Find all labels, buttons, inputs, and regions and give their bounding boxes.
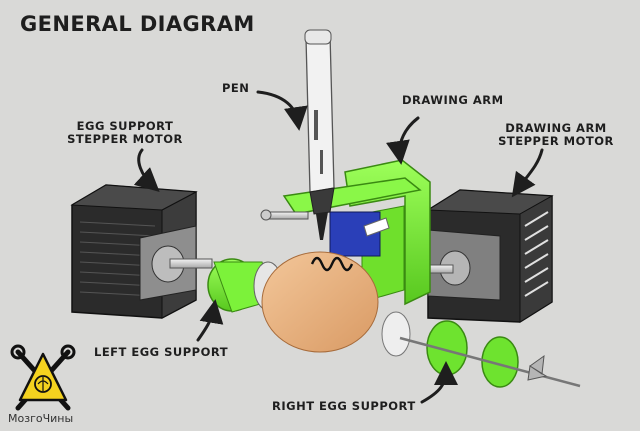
egg-support-motor-label-line2: stepper motor <box>67 132 183 147</box>
drawing-arm-motor-label-line2: stepper motor <box>498 134 614 149</box>
drawing-arm-motor-label: Drawing arm stepper motor <box>478 121 634 149</box>
diagram-title: General Diagram <box>20 12 255 36</box>
drawing-arm-label: Drawing arm <box>402 93 504 107</box>
egg-support-motor-label: Egg support stepper motor <box>50 119 200 147</box>
pen <box>304 29 335 240</box>
left-egg-support-label: Left egg support <box>94 345 229 359</box>
right-egg-support <box>381 311 581 388</box>
egg-support-stepper-motor <box>70 184 213 319</box>
egg-support-motor-label-line1: Egg support <box>76 119 174 133</box>
curved-arrow-icon <box>133 90 544 404</box>
pen-label: Pen <box>222 81 250 95</box>
egg <box>261 251 379 353</box>
drawing-arm <box>260 159 431 306</box>
drawing-arm-motor-label-line1: Drawing arm <box>505 121 607 135</box>
right-egg-support-label: Right egg support <box>272 399 416 413</box>
logo-text: МозгоЧины <box>8 412 74 425</box>
brain-warning-logo-icon <box>10 344 76 411</box>
drawing-arm-stepper-motor <box>404 189 554 323</box>
